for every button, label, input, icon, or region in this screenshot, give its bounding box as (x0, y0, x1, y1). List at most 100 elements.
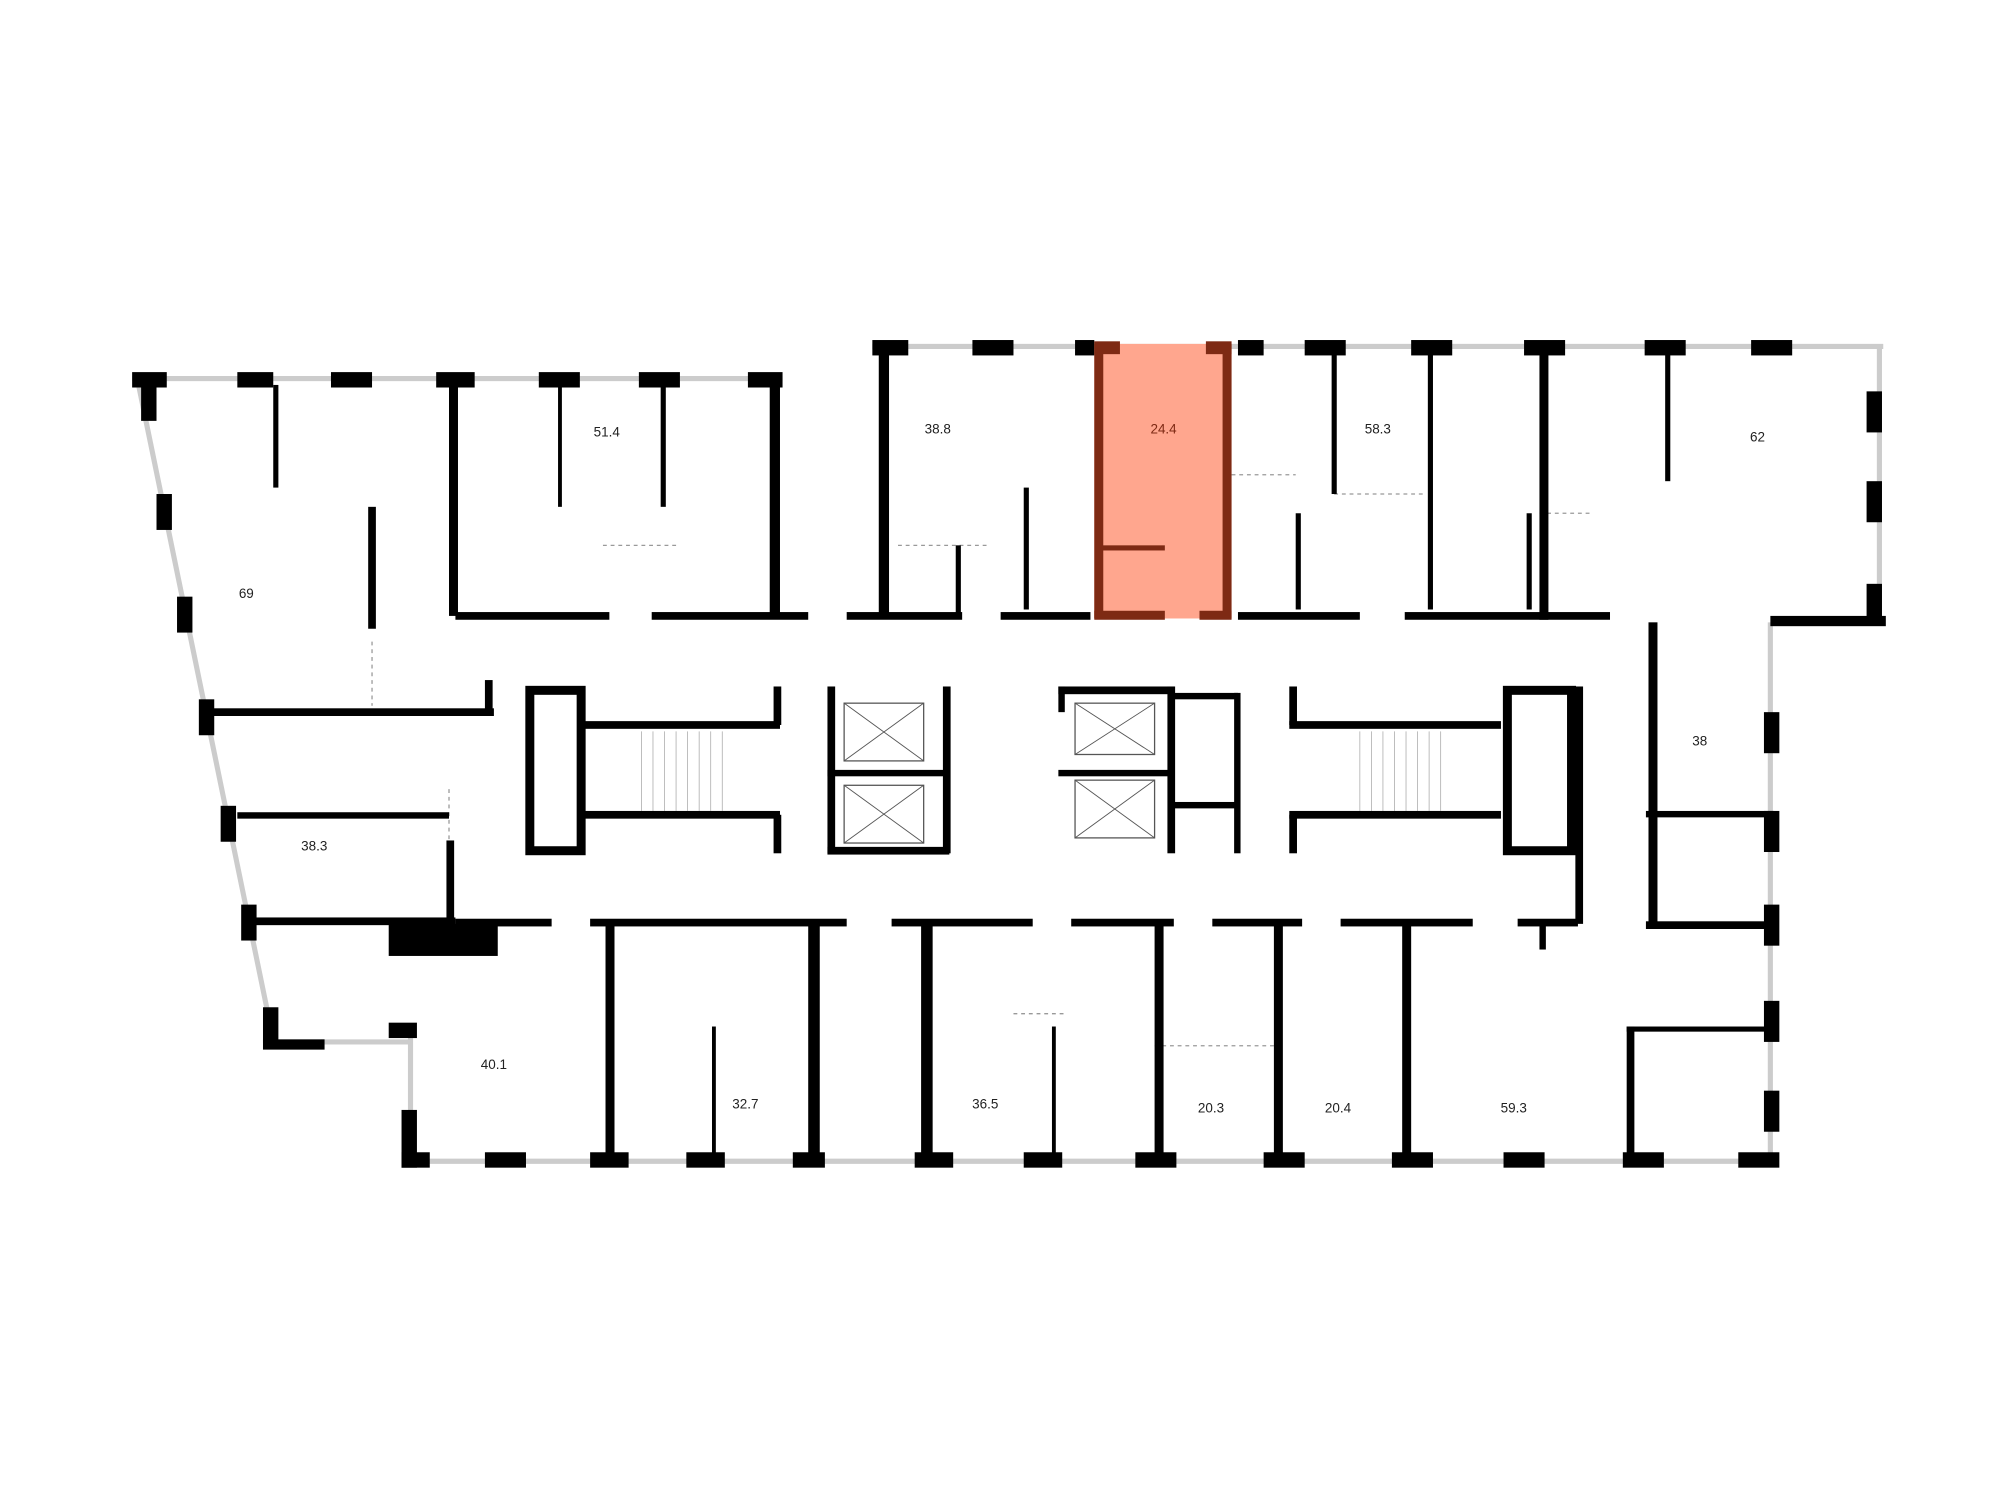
unit-area-label[interactable]: 51.4 (594, 424, 621, 439)
wall (368, 506, 376, 629)
elevator-icon (843, 784, 925, 844)
stair-wall (1289, 810, 1501, 819)
wall-pier (1503, 1152, 1545, 1168)
unit-area-label[interactable]: 58.3 (1365, 422, 1391, 437)
wall (1071, 918, 1174, 927)
wall (891, 918, 1033, 927)
wall (1539, 923, 1546, 950)
unit-area-label[interactable]: 62 (1750, 429, 1765, 444)
stair-wall (581, 721, 780, 729)
wall (1770, 615, 1886, 627)
elevator-cross (843, 702, 924, 762)
wall-pier (1644, 340, 1686, 356)
wall-pier (1391, 1152, 1433, 1168)
selected-unit-walls (1094, 341, 1232, 620)
wall (605, 921, 615, 1166)
wall (455, 918, 552, 927)
core-wall (1173, 692, 1238, 700)
wall-pier (1751, 340, 1793, 356)
wall-pier (638, 372, 680, 388)
core-wall (1234, 692, 1241, 854)
wall (1665, 352, 1671, 482)
wall (388, 1022, 417, 1039)
wall-pier (220, 805, 237, 842)
unit-area-label[interactable]: 69 (239, 586, 254, 601)
wall (808, 921, 820, 1166)
wall (1295, 513, 1301, 610)
shaft (1502, 685, 1577, 856)
wall-pier (1304, 340, 1346, 356)
elevator-cross (843, 784, 924, 844)
wall (250, 917, 456, 926)
unit-area-label-selected[interactable]: 24.4 (1150, 422, 1177, 437)
wall (558, 384, 562, 507)
partition-walls (371, 474, 1591, 1047)
wall-pier (872, 340, 909, 356)
wall-pier (237, 372, 274, 388)
wall (1648, 622, 1658, 924)
stair-wall (773, 686, 782, 725)
wall-pier (914, 1152, 954, 1168)
wall-pier (747, 372, 783, 388)
unit-area-label[interactable]: 38.8 (925, 422, 951, 437)
wall (237, 812, 450, 819)
wall (1626, 1026, 1768, 1032)
wall (1539, 343, 1549, 620)
wall (401, 1109, 417, 1168)
core-wall (1173, 801, 1238, 809)
stair-wall (1289, 686, 1297, 725)
elevator-icon (1074, 702, 1156, 756)
wall-pier (1075, 340, 1095, 356)
wall (446, 840, 455, 924)
wall (1626, 1026, 1635, 1162)
wall-pier (1763, 810, 1780, 853)
wall (1000, 612, 1091, 620)
wall (1237, 612, 1360, 620)
unit-area-label[interactable]: 40.1 (481, 1057, 507, 1072)
wall-pier (1738, 1152, 1780, 1168)
wall-pier (1866, 481, 1882, 523)
wall (1154, 921, 1164, 1166)
wall-pier (686, 1152, 725, 1168)
wall (1517, 918, 1578, 927)
unit-area-label[interactable]: 32.7 (732, 1097, 758, 1112)
wall (211, 708, 494, 716)
unit-area-label[interactable]: 59.3 (1501, 1100, 1527, 1115)
wall (955, 545, 961, 616)
selected-unit-highlight[interactable] (1094, 343, 1232, 619)
wall-pier (330, 372, 373, 388)
wall (1645, 921, 1775, 929)
wall-pier (1023, 1152, 1063, 1168)
unit-area-label[interactable]: 38 (1692, 734, 1707, 749)
wall (1023, 487, 1029, 610)
wall (1404, 612, 1611, 620)
building-core (525, 685, 1577, 856)
unit-area-label[interactable]: 38.3 (301, 839, 327, 854)
wall-pier (1411, 340, 1453, 356)
wall-pier (1237, 340, 1264, 356)
wall-pier (141, 384, 157, 421)
wall (846, 612, 963, 620)
wall-pier (241, 904, 257, 941)
wall (878, 343, 890, 616)
wall (1575, 686, 1584, 924)
wall-pier (156, 494, 172, 530)
elevator-cross (1074, 702, 1155, 755)
unit-area-label[interactable]: 20.4 (1325, 1100, 1352, 1115)
wall-pier (1763, 712, 1780, 754)
unit-area-label[interactable]: 20.3 (1198, 1100, 1224, 1115)
wall (1212, 918, 1303, 927)
unit-24-4-selected[interactable] (1094, 343, 1232, 619)
wall (1402, 921, 1412, 1166)
wall-pier (484, 1152, 526, 1168)
wall-pier (1866, 583, 1882, 625)
wall (273, 384, 279, 488)
walls (132, 340, 1886, 1168)
stair-wall (581, 810, 780, 819)
core-wall (1058, 686, 1174, 695)
unit-area-label[interactable]: 36.5 (972, 1097, 998, 1112)
stair-wall (773, 814, 782, 854)
wall (1331, 352, 1337, 495)
wall-pier (436, 372, 475, 388)
